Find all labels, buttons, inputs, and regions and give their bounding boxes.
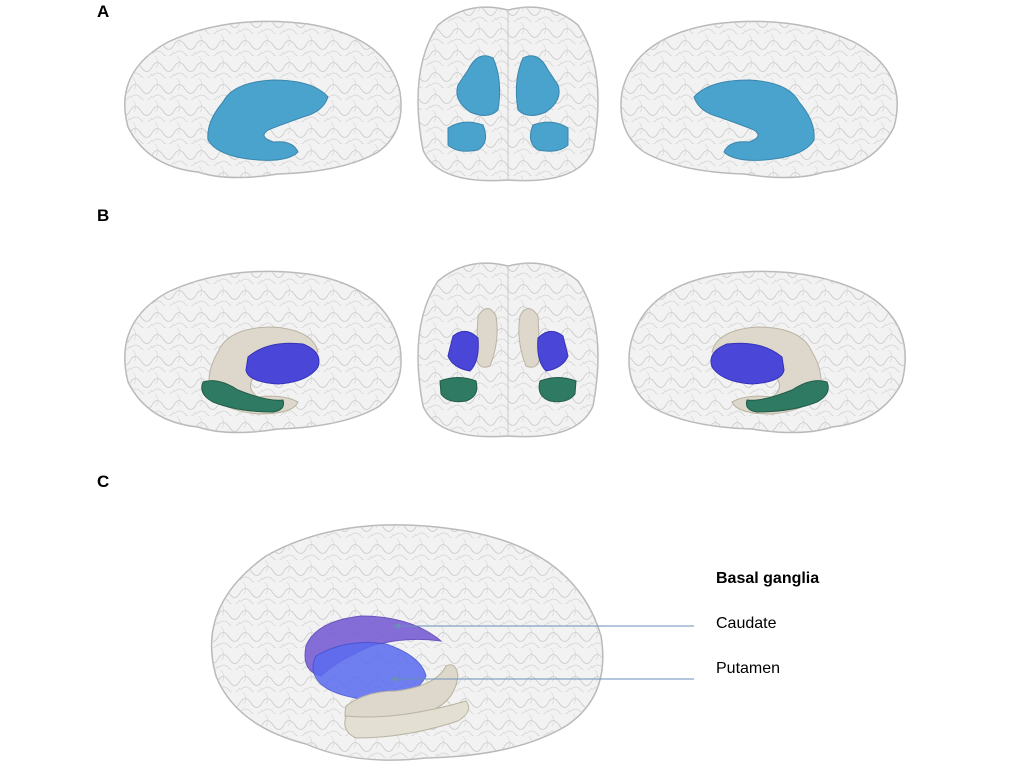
putamen-structure <box>245 342 320 385</box>
legend-title: Basal ganglia <box>716 570 820 587</box>
panel-a-coronal-view <box>408 0 608 190</box>
pallidum-lower-structure <box>344 700 470 739</box>
panel-label-c: C <box>97 472 110 491</box>
putamen-pointer-arrow <box>390 676 397 682</box>
panel-label-b: B <box>97 206 110 225</box>
panel-b-lateral-left-view <box>108 262 408 442</box>
striatum-structure-left-lower <box>447 121 487 152</box>
panel-b-lateral-right-view <box>622 262 922 442</box>
striatum-structure-right <box>515 55 560 116</box>
pallidum-structure-right <box>538 377 577 403</box>
pallidum-structure-left <box>439 377 478 403</box>
caudate-structure-right <box>518 308 541 368</box>
striatum-structure <box>207 79 329 161</box>
putamen-structure-right <box>537 331 569 372</box>
panel-c-lateral-view <box>196 516 616 766</box>
striatum-structure-left <box>456 55 501 116</box>
putamen-structure-left <box>447 331 479 372</box>
panel-a-lateral-right-view <box>614 12 914 187</box>
caudate-structure-left <box>475 308 498 368</box>
pallidum-structure <box>746 380 829 413</box>
pallidum-structure <box>201 380 284 413</box>
striatum-structure <box>693 79 815 161</box>
caudate-pointer-arrow <box>393 623 400 629</box>
legend-item-putamen: Putamen <box>716 660 781 677</box>
panel-b-coronal-view <box>408 256 608 446</box>
panel-label-a: A <box>97 2 110 21</box>
putamen-structure <box>710 342 785 385</box>
striatum-structure-right-lower <box>529 121 569 152</box>
legend-item-caudate: Caudate <box>716 615 777 632</box>
panel-a-lateral-left-view <box>108 12 408 187</box>
